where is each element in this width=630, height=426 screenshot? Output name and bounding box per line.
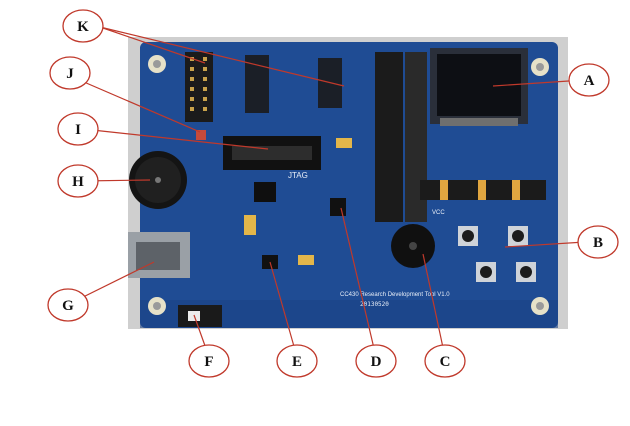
svg-text:J: J bbox=[66, 66, 74, 82]
slide-switch bbox=[178, 305, 222, 327]
capacitors bbox=[244, 138, 352, 265]
buzzer bbox=[391, 224, 435, 268]
led bbox=[196, 130, 206, 140]
tall-pin-header bbox=[375, 52, 427, 222]
usb-connector bbox=[128, 232, 190, 278]
svg-text:F: F bbox=[204, 354, 213, 370]
svg-text:H: H bbox=[72, 174, 84, 190]
callout-F: F bbox=[188, 344, 230, 378]
leader-D bbox=[340, 207, 377, 358]
leader-E bbox=[269, 261, 298, 358]
leader-I bbox=[82, 128, 269, 150]
callout-H: H bbox=[57, 164, 99, 198]
svg-text:C: C bbox=[440, 354, 451, 370]
jtag-header: JTAG bbox=[223, 136, 321, 180]
callout-I: I bbox=[57, 112, 99, 146]
svg-text:K: K bbox=[77, 19, 89, 35]
svg-text:I: I bbox=[75, 122, 81, 138]
callout-E: E bbox=[276, 344, 318, 378]
chip-black-round bbox=[254, 182, 276, 202]
push-buttons bbox=[458, 226, 536, 282]
callout-D: D bbox=[355, 344, 397, 378]
middle-pin-header-1 bbox=[245, 55, 269, 113]
jumper-row bbox=[420, 180, 546, 200]
svg-text:B: B bbox=[593, 235, 603, 251]
svg-text:G: G bbox=[62, 298, 74, 314]
callout-C: C bbox=[424, 344, 466, 378]
leader-C bbox=[422, 253, 446, 358]
leader-B bbox=[504, 241, 586, 248]
callout-J: J bbox=[49, 56, 91, 90]
callout-B: B bbox=[577, 225, 619, 259]
svg-text:D: D bbox=[371, 354, 382, 370]
battery-holder bbox=[129, 151, 187, 209]
board-silk-date: 20130520 bbox=[360, 301, 389, 308]
callout-G: G bbox=[47, 288, 89, 322]
svg-text:A: A bbox=[584, 73, 595, 89]
oled-display bbox=[430, 48, 528, 126]
svg-text:E: E bbox=[292, 354, 302, 370]
mounting-holes bbox=[148, 55, 549, 315]
regulator-ic bbox=[330, 198, 346, 216]
jtag-silk-label: JTAG bbox=[288, 171, 308, 180]
callout-A: A bbox=[568, 63, 610, 97]
left-pin-header bbox=[185, 52, 213, 122]
leader-K2 bbox=[99, 26, 345, 87]
leader-J bbox=[69, 75, 201, 133]
board-silk-vcc: VCC bbox=[432, 210, 445, 216]
leader-K1 bbox=[99, 26, 206, 64]
board-silk-title: CC430 Research Development Tool V1.0 bbox=[340, 292, 450, 298]
callout-K: K bbox=[62, 9, 104, 43]
